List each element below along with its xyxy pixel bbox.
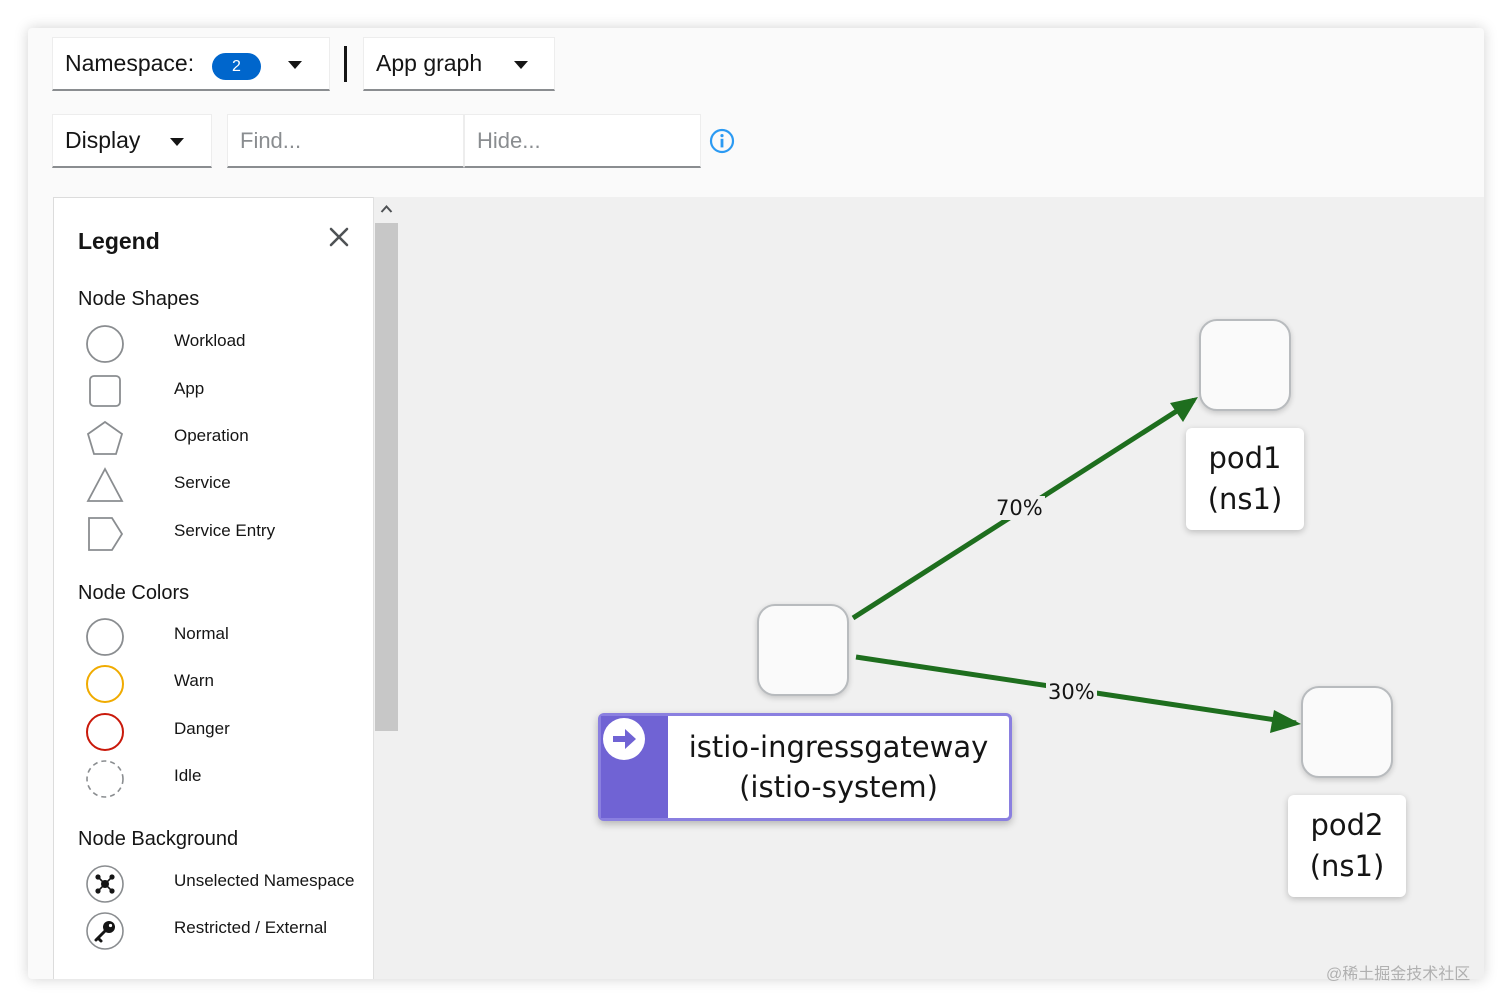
legend-scrollbar[interactable]: [373, 197, 398, 979]
legend-item-normal: Normal: [78, 614, 378, 658]
legend-panel: Legend Node Shapes Workload App Operatio…: [53, 197, 398, 979]
pod1-name: pod1: [1208, 441, 1282, 476]
circle-icon: [86, 325, 124, 363]
circle-icon: [86, 618, 124, 656]
circle-icon: [86, 713, 124, 751]
namespace-dropdown[interactable]: Namespace: 2: [52, 37, 330, 91]
chevron-up-icon[interactable]: [380, 204, 393, 214]
gateway-node[interactable]: [757, 604, 849, 696]
display-label: Display: [65, 127, 141, 153]
hide-input[interactable]: [464, 114, 701, 168]
gateway-label-text: istio-ingressgateway (istio-system): [668, 716, 1009, 818]
network-icon: [86, 865, 124, 903]
namespace-label: Namespace:: [65, 50, 195, 76]
legend-item-service-entry: Service Entry: [78, 511, 378, 555]
pod2-node[interactable]: [1301, 686, 1393, 778]
pod2-label[interactable]: pod2 (ns1): [1288, 795, 1406, 897]
tag-shape-icon: [88, 517, 124, 551]
legend-item-operation: Operation: [78, 416, 378, 460]
kiali-graph-window: Namespace: 2 App graph Display Legend No…: [28, 28, 1484, 979]
gateway-name: istio-ingressgateway: [688, 729, 989, 764]
node-background-heading: Node Background: [78, 828, 239, 850]
graph-canvas[interactable]: 70% 30% istio-ingressgateway (istio-syst…: [398, 197, 1484, 979]
graph-type-dropdown[interactable]: App graph: [363, 37, 555, 91]
pod1-node[interactable]: [1199, 319, 1291, 411]
close-icon[interactable]: [328, 226, 350, 248]
triangle-icon: [86, 467, 124, 502]
display-dropdown[interactable]: Display: [52, 114, 212, 168]
scrollbar-thumb[interactable]: [375, 223, 398, 731]
gateway-band: [601, 716, 668, 818]
node-shapes-heading: Node Shapes: [78, 288, 200, 310]
pod1-namespace: (ns1): [1207, 482, 1283, 516]
legend-item-workload: Workload: [78, 321, 378, 365]
edge-label-pod1: 70%: [994, 496, 1045, 520]
dashed-circle-icon: [86, 760, 124, 798]
square-icon: [89, 375, 121, 407]
circle-icon: [86, 665, 124, 703]
caret-down-icon: [170, 138, 184, 146]
gateway-namespace: (istio-system): [739, 770, 938, 804]
pod2-name: pod2: [1310, 808, 1384, 843]
legend-title: Legend: [78, 228, 160, 254]
toolbar-separator: [344, 46, 347, 82]
info-icon[interactable]: [709, 128, 735, 154]
arrowhead-pod1: [1170, 397, 1198, 422]
legend-item-warn: Warn: [78, 661, 378, 705]
find-input[interactable]: [227, 114, 464, 168]
graph-type-label: App graph: [376, 50, 483, 76]
edge-label-pod2: 30%: [1046, 680, 1097, 704]
watermark: @稀土掘金技术社区: [1326, 966, 1471, 983]
pod1-label[interactable]: pod1 (ns1): [1186, 428, 1304, 530]
node-colors-heading: Node Colors: [78, 582, 190, 604]
pod2-namespace: (ns1): [1309, 849, 1385, 883]
legend-item-idle: Idle: [78, 756, 378, 800]
legend-item-service: Service: [78, 463, 378, 507]
key-icon: [86, 912, 124, 950]
legend-item-app: App: [78, 369, 378, 413]
gateway-node-label[interactable]: istio-ingressgateway (istio-system): [598, 713, 1012, 821]
caret-down-icon: [514, 61, 528, 69]
legend-item-restricted-external: Restricted / External: [78, 908, 378, 952]
arrowhead-pod2: [1270, 710, 1301, 733]
namespace-count-badge: 2: [212, 53, 261, 80]
legend-item-unselected-namespace: Unselected Namespace: [78, 861, 378, 905]
caret-down-icon: [288, 61, 302, 69]
arrow-circle-right-icon: [603, 718, 645, 760]
legend-item-danger: Danger: [78, 709, 378, 753]
pentagon-icon: [86, 420, 124, 455]
